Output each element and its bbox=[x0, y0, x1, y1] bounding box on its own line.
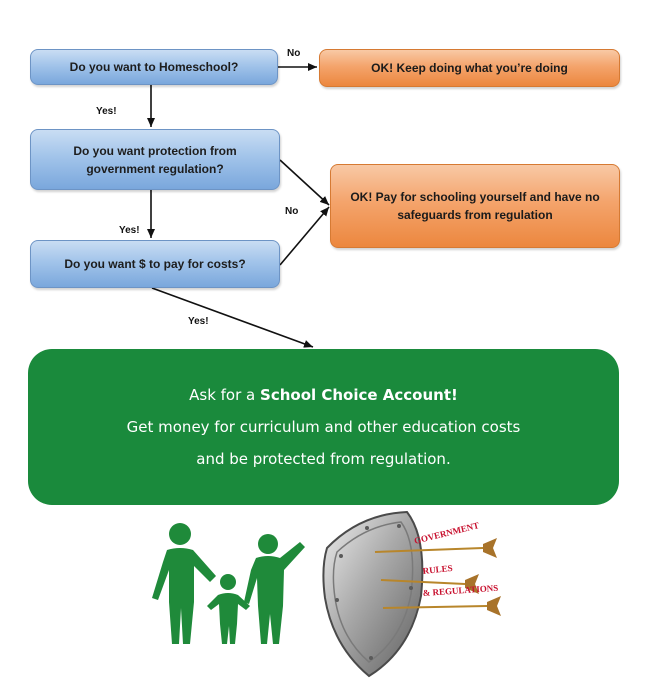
shield-word-regulations: & REGULATIONS bbox=[422, 583, 498, 598]
edge-label-yes: Yes! bbox=[96, 106, 117, 117]
question-costs-text: Do you want $ to pay for costs? bbox=[64, 257, 246, 271]
edge-label-no: No bbox=[285, 206, 299, 217]
edge-label-no: No bbox=[287, 48, 301, 59]
shield-word-rules: RULES bbox=[422, 563, 453, 576]
outcome-pay-yourself-text: OK! Pay for schooling yourself and have … bbox=[350, 190, 600, 222]
question-protection: Do you want protection from government r… bbox=[30, 129, 280, 190]
shield-icon: GOVERNMENT RULES & REGULATIONS bbox=[322, 510, 501, 678]
result-line-3: and be protected from regulation. bbox=[196, 450, 451, 468]
edge-label-yes: Yes! bbox=[119, 225, 140, 236]
question-protection-text: Do you want protection from government r… bbox=[73, 143, 237, 176]
question-costs: Do you want $ to pay for costs? bbox=[30, 240, 280, 288]
result-box: Ask for a School Choice Account! Get mon… bbox=[28, 349, 619, 505]
result-highlight: School Choice Account! bbox=[260, 386, 458, 404]
question-homeschool: Do you want to Homeschool? bbox=[30, 49, 278, 85]
outcome-keep-doing: OK! Keep doing what you’re doing bbox=[319, 49, 620, 87]
arrow-q3-to-result bbox=[151, 287, 314, 348]
result-prefix: Ask for a bbox=[189, 386, 261, 404]
result-line-1: Ask for a School Choice Account! bbox=[189, 379, 458, 411]
arrow-q2-to-o2 bbox=[279, 159, 330, 206]
shield-word-government: GOVERNMENT bbox=[413, 520, 480, 546]
result-line-2: Get money for curriculum and other educa… bbox=[126, 418, 521, 436]
question-homeschool-text: Do you want to Homeschool? bbox=[69, 60, 239, 74]
family-icon bbox=[152, 523, 305, 644]
outcome-pay-yourself: OK! Pay for schooling yourself and have … bbox=[330, 164, 620, 248]
outcome-keep-doing-text: OK! Keep doing what you’re doing bbox=[371, 61, 568, 75]
edge-label-yes: Yes! bbox=[188, 316, 209, 327]
